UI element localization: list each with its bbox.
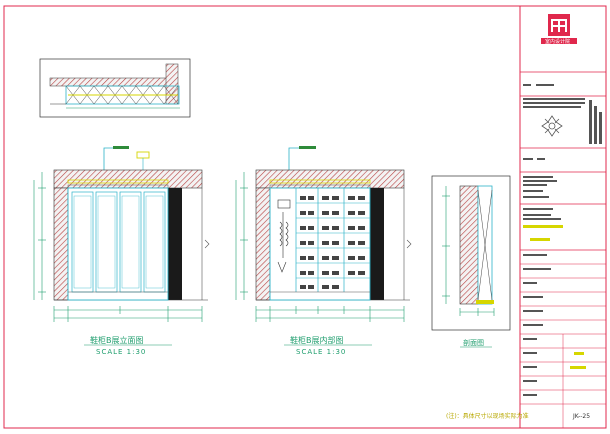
inner-view-title: 鞋柜B展内部图 bbox=[290, 335, 344, 345]
front-view-scale: SCALE 1:30 bbox=[96, 348, 146, 356]
inner-view-scale: SCALE 1:30 bbox=[296, 348, 346, 356]
ornament-icon bbox=[541, 115, 563, 137]
company-name: 室内设计院 bbox=[545, 38, 570, 45]
title-block: 室内设计院 bbox=[520, 14, 606, 428]
section-view-title: 剖面图 bbox=[463, 338, 484, 347]
drawing-number: JK--25 bbox=[572, 413, 590, 420]
section-view bbox=[431, 175, 511, 331]
inner-elevation bbox=[235, 146, 412, 322]
front-elevation bbox=[33, 146, 210, 322]
plan-view bbox=[39, 58, 191, 118]
footer-note: (注)：具体尺寸以现场实际为准 bbox=[446, 412, 529, 420]
front-view-title: 鞋柜B展立面图 bbox=[90, 335, 144, 345]
